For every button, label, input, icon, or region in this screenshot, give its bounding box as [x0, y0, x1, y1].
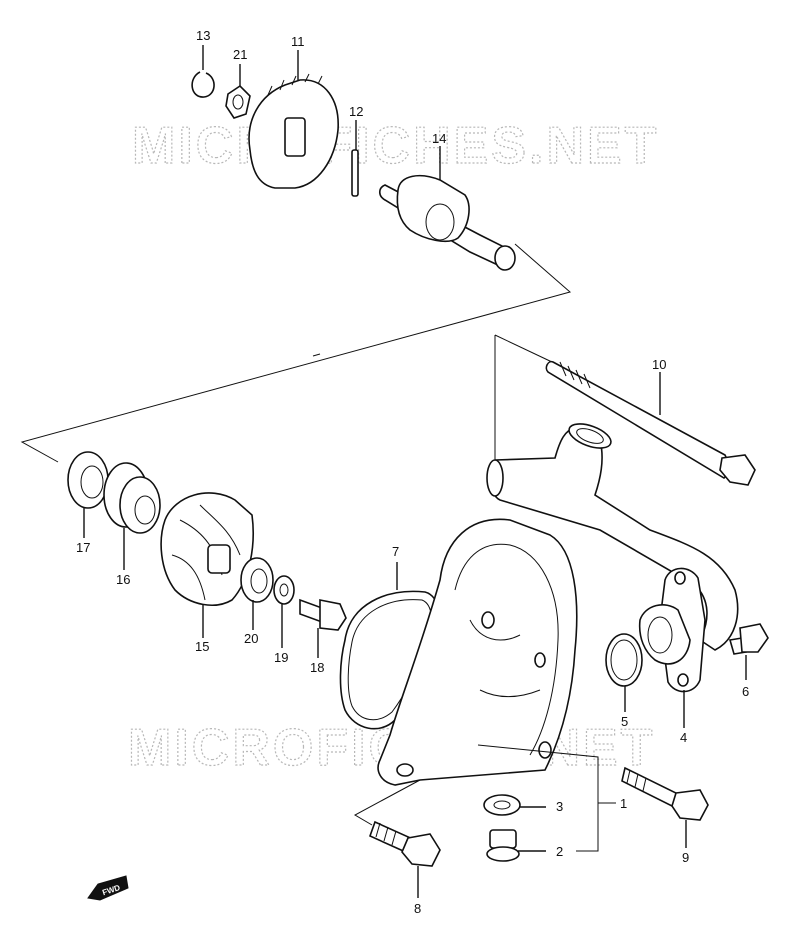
- part-16-mechanical-seal: [103, 462, 161, 570]
- callout-10: 10: [652, 357, 666, 372]
- callout-17: 17: [76, 540, 90, 555]
- callout-15: 15: [195, 639, 209, 654]
- callout-11: 11: [291, 34, 305, 49]
- fwd-arrow-icon: [87, 875, 129, 901]
- part-6-bolt: [728, 623, 769, 680]
- part-19-washer: [273, 575, 295, 648]
- callout-8: 8: [414, 901, 421, 916]
- part-21-washer: [225, 64, 251, 119]
- watermark-top: MICROFICHES.NET: [132, 117, 659, 175]
- part-3-washer: [483, 794, 546, 816]
- part-15-impeller: [160, 492, 254, 638]
- part-14-shaft: [378, 146, 516, 271]
- part-1-bracket: [477, 744, 616, 852]
- callout-13: 13: [196, 28, 210, 43]
- callout-6: 6: [742, 684, 749, 699]
- part-17-oil-seal: [67, 451, 109, 538]
- callout-19: 19: [274, 650, 288, 665]
- callout-12: 12: [349, 104, 363, 119]
- part-9-bolt: [621, 766, 709, 848]
- callout-16: 16: [116, 572, 130, 587]
- callout-2: 2: [556, 844, 563, 859]
- part-12-pin: [351, 120, 359, 197]
- callout-1: 1: [620, 796, 627, 811]
- callout-21: 21: [233, 47, 247, 62]
- part-11-gear: [248, 50, 339, 189]
- callout-3: 3: [556, 799, 563, 814]
- callout-5: 5: [621, 714, 628, 729]
- callout-14: 14: [432, 131, 446, 146]
- callout-labels: 13 21 11 12 14 10 7 17 16 15 20 19 18 6 …: [76, 28, 749, 916]
- fwd-direction-badge: FWD: [87, 875, 129, 901]
- part-1-water-pipe: [486, 423, 739, 651]
- part-1-pump-cover: [377, 518, 578, 786]
- part-2-drain-plug: [486, 829, 546, 862]
- callout-9: 9: [682, 850, 689, 865]
- part-13-circlip: [191, 45, 215, 98]
- part-8-bolt: [368, 820, 441, 898]
- callout-4: 4: [680, 730, 687, 745]
- callout-18: 18: [310, 660, 324, 675]
- part-4-flange: [638, 567, 706, 728]
- callout-7: 7: [392, 544, 399, 559]
- callout-20: 20: [244, 631, 258, 646]
- assembly-lines: [20, 243, 572, 826]
- part-10-long-bolt: [545, 360, 756, 486]
- part-5-o-ring: [605, 633, 643, 712]
- part-18-bolt: [299, 598, 347, 658]
- part-20-seal-ring: [240, 557, 274, 630]
